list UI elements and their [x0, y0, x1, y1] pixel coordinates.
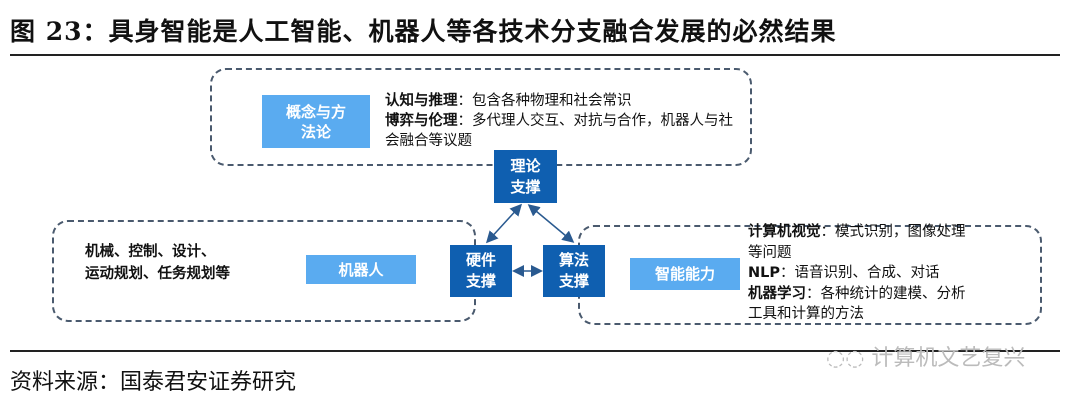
figure-title: 图 23：具身智能是人工智能、机器人等各技术分支融合发展的必然结果 [10, 17, 837, 46]
desc: ：模式识别，图像处理 [820, 224, 966, 240]
label: 支撑 [558, 272, 589, 290]
hardware-text: 机械、控制、设计、 运动规划、任务规划等 [85, 241, 230, 285]
desc: ：包含各种物理和社会常识 [457, 93, 632, 109]
label: 支撑 [465, 272, 496, 290]
arrow-theory-algorithm [527, 204, 575, 243]
label: 法论 [300, 122, 331, 141]
label: 理论 [510, 156, 541, 175]
label: 概念与方 [285, 102, 346, 121]
term: 博弈与伦理 [385, 113, 458, 129]
desc: ：多代理人交互、对抗与合作，机器人与社 [457, 113, 734, 129]
algorithm-support-box: 算法支撑 [543, 245, 605, 297]
hardware-support-box: 硬件支撑 [450, 245, 512, 297]
intelligence-box: 智能能力 [630, 258, 740, 290]
desc: 工具和计算的方法 [748, 306, 864, 322]
algorithm-text: 计算机视觉：模式识别，图像处理 等问题 NLP：语音识别、合成、对话 机器学习：… [748, 222, 966, 325]
source-divider [10, 350, 1060, 352]
label: 硬件 [465, 251, 496, 269]
desc: 会融合等议题 [385, 133, 472, 149]
source-note: 资料来源：国泰君安证券研究 [10, 370, 297, 395]
desc: ：各种统计的建模、分析 [806, 285, 966, 302]
arrow-theory-hardware [485, 203, 523, 244]
theory-text: 认知与推理：包含各种物理和社会常识 博弈与伦理：多代理人交互、对抗与合作，机器人… [385, 91, 733, 151]
title-divider [10, 54, 1060, 56]
term: 认知与推理 [385, 93, 458, 109]
term: 计算机视觉 [748, 224, 821, 240]
text: 运动规划、任务规划等 [85, 266, 230, 282]
wechat-icon: ◌◌ [826, 346, 872, 371]
concept-method-box: 概念与方法论 [262, 95, 370, 148]
desc: 等问题 [748, 244, 792, 261]
label: 算法 [558, 251, 589, 269]
theory-support-box: 理论支撑 [494, 150, 557, 203]
desc: ：语音识别、合成、对话 [780, 265, 940, 281]
label: 支撑 [510, 177, 541, 196]
term: NLP [748, 265, 781, 281]
watermark: ◌◌ 计算机文艺复兴 [826, 340, 1025, 372]
robot-box: 机器人 [306, 255, 416, 284]
term: 机器学习 [748, 285, 806, 302]
theory-group [210, 68, 752, 166]
watermark-text: 计算机文艺复兴 [871, 346, 1026, 371]
text: 机械、控制、设计、 [85, 244, 216, 260]
